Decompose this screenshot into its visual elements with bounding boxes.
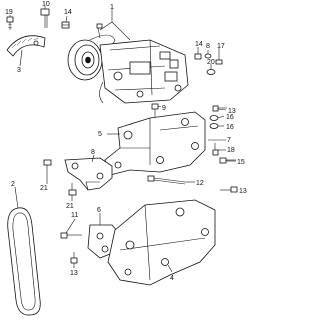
callout-11: 11 [71, 212, 78, 219]
callout-16-a: 16 [226, 114, 234, 121]
callout-labels: 19 10 14 1 3 14 8 17 20 9 13 16 16 5 7 1… [5, 1, 247, 282]
callout-14-right: 14 [195, 41, 203, 48]
part-3-curved-shield [6, 35, 46, 57]
callout-3: 3 [17, 67, 21, 74]
leader-lines [9, 6, 236, 273]
part-8-adjusting-arm [64, 157, 113, 191]
callout-14-left: 14 [64, 9, 72, 16]
part-18-stud [212, 143, 219, 156]
callout-17: 17 [217, 43, 225, 50]
part-5-upper-bracket [104, 111, 206, 176]
part-20-washer [206, 69, 216, 75]
callout-9: 9 [162, 105, 166, 112]
callout-7: 7 [227, 137, 231, 144]
part-4-lower-bracket [107, 199, 216, 286]
part-19-screw [6, 16, 14, 30]
callout-12: 12 [196, 180, 204, 187]
part-9-bolt [151, 103, 159, 118]
part-21-bolt-a [43, 159, 52, 178]
callout-13-upper: 13 [228, 108, 236, 115]
part-12-long-bolt [147, 175, 186, 185]
part-16-washer-b [209, 123, 219, 129]
callout-1: 1 [110, 4, 114, 11]
callout-21-a: 21 [40, 185, 48, 192]
callout-4: 4 [170, 275, 174, 282]
callout-19: 19 [5, 9, 13, 16]
part-13-bolt-right [220, 186, 238, 193]
callout-5: 5 [98, 131, 102, 138]
callout-8-top: 8 [206, 43, 210, 50]
part-2-drive-belt [7, 207, 41, 316]
part-10-long-bolt [40, 8, 50, 28]
part-16-washer-a [209, 115, 219, 121]
exploded-parts-diagram: 19 10 14 1 3 14 8 17 20 9 13 16 16 5 7 1… [5, 1, 247, 316]
callout-13-lower: 13 [70, 270, 78, 277]
part-8-washer-top [204, 53, 212, 59]
callout-8: 8 [91, 149, 95, 156]
part-21-bolt-b [68, 183, 77, 196]
callout-2: 2 [11, 181, 15, 188]
part-13-bolt-lower [70, 252, 78, 264]
callout-6: 6 [97, 207, 101, 214]
part-17-stud [215, 50, 223, 65]
callout-18: 18 [227, 147, 235, 154]
part-14-nut-left [61, 21, 70, 29]
callout-15: 15 [237, 159, 245, 166]
callout-13-right: 13 [239, 188, 247, 195]
part-13-bolt-upper [212, 105, 227, 112]
part-1-ac-compressor [67, 23, 189, 104]
callout-20: 20 [207, 59, 215, 66]
part-11-bolt [60, 232, 82, 239]
callout-16-b: 16 [226, 124, 234, 131]
callout-10: 10 [42, 1, 50, 8]
part-14-nut-right [194, 53, 202, 60]
callout-21-b: 21 [66, 203, 74, 210]
part-15-bolt [219, 157, 236, 164]
